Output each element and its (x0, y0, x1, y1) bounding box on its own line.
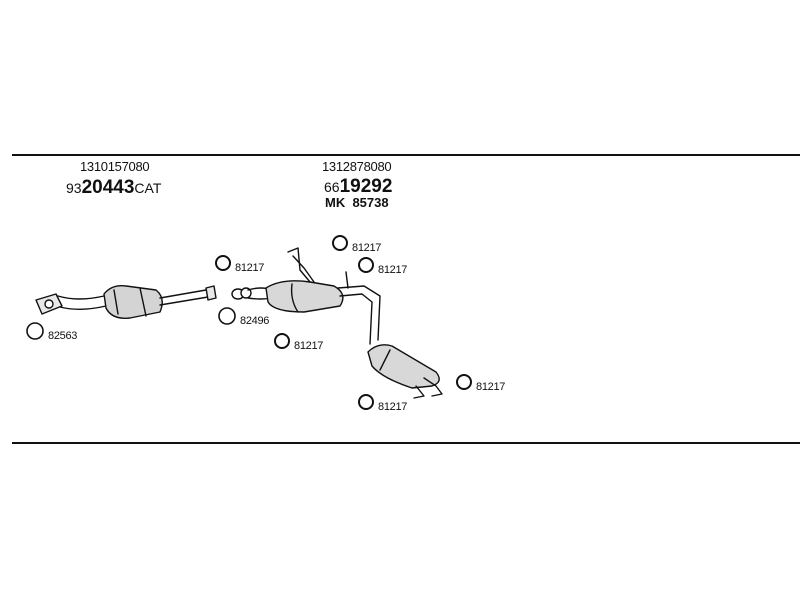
ring-f-icon (456, 374, 472, 390)
right-ref-number: 1312878080 (322, 159, 392, 174)
left-ref-number: 1310157080 (80, 159, 150, 174)
ring-a-icon (215, 255, 231, 271)
ring-d-icon (274, 333, 290, 349)
ring-h-icon (26, 322, 44, 340)
catalytic-converter (103, 284, 163, 319)
ring-e-icon (358, 394, 374, 410)
ring-c-icon (358, 257, 374, 273)
ring-d-label: 81217 (294, 340, 324, 352)
front-pipe (57, 295, 107, 310)
ring-f-label: 81217 (476, 381, 506, 393)
ring-g-icon (218, 307, 236, 325)
left-prefix: 93 (66, 180, 82, 196)
ring-c-label: 81217 (378, 264, 408, 276)
ring-e-label: 81217 (378, 401, 408, 413)
rear-silencer (367, 344, 443, 399)
ring-h-label: 82563 (48, 330, 78, 342)
right-part-number: 6619292 (324, 177, 392, 196)
right-prefix: 66 (324, 179, 340, 195)
ring-b-icon (332, 235, 348, 251)
upper-pipe-branch (287, 247, 315, 283)
right-line3: MK 85738 (325, 195, 389, 210)
top-divider (12, 154, 800, 156)
bottom-divider (12, 442, 800, 444)
middle-silencer (265, 280, 344, 313)
ring-g-label: 82496 (240, 315, 270, 327)
right-main-number: 19292 (339, 176, 393, 197)
left-suffix: CAT (134, 180, 162, 196)
front-flange (35, 293, 63, 315)
rear-pipes (337, 271, 381, 345)
left-part-number: 9320443CAT (66, 178, 161, 197)
left-main-number: 20443 (81, 177, 135, 198)
middle-pipe-inlet (231, 287, 273, 300)
intermediate-pipe (159, 285, 217, 306)
ring-b-label: 81217 (352, 242, 382, 254)
ring-a-label: 81217 (235, 262, 265, 274)
